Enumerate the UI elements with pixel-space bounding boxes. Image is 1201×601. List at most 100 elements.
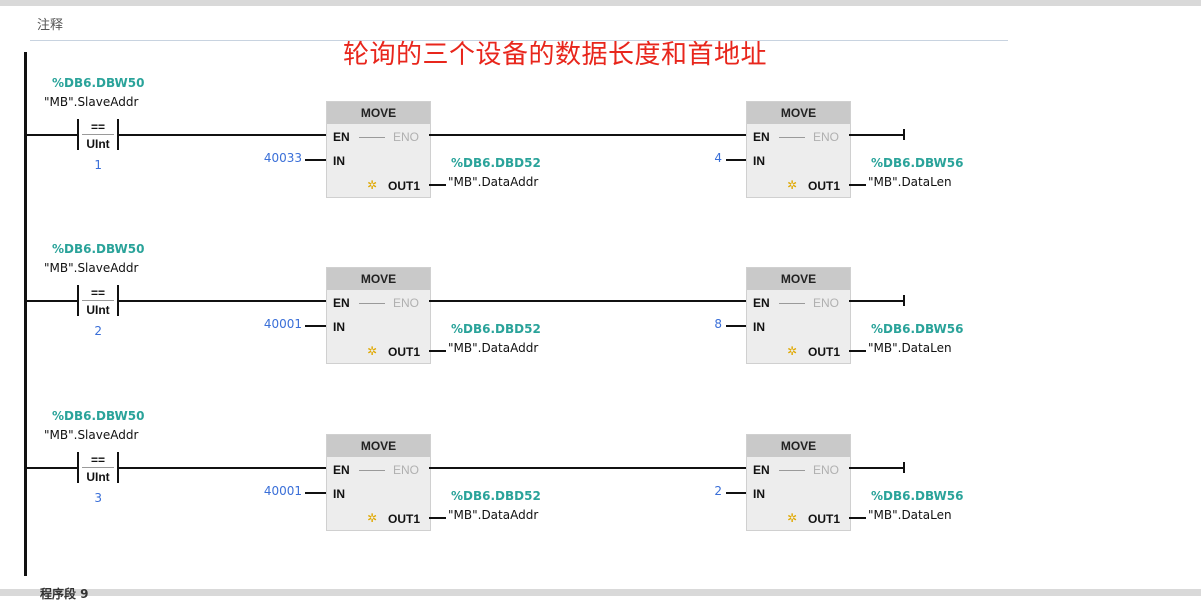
out-tag[interactable]: "MB".DataAddr (448, 508, 539, 522)
contact-compare-value[interactable]: 1 (94, 158, 102, 172)
pin-out1: OUT1 (388, 179, 421, 193)
contact-compare-value[interactable]: 2 (94, 324, 102, 338)
contact-tag[interactable]: "MB".SlaveAddr (44, 261, 139, 275)
rung-wire (119, 300, 326, 302)
contact-right-bar (117, 285, 119, 316)
in-value[interactable]: 40001 (263, 317, 302, 331)
move-block-1[interactable]: MOVE EN ENO IN ✲ OUT1 (326, 101, 431, 198)
in-wire (726, 325, 746, 327)
asterisk-icon: ✲ (787, 511, 798, 525)
ladder-rung-3: %DB6.DBW50 "MB".SlaveAddr == UInt 3 MOVE… (0, 403, 1010, 533)
contact-left-bar (77, 285, 79, 316)
out-tag[interactable]: "MB".DataAddr (448, 175, 539, 189)
ladder-rung-1: %DB6.DBW50 "MB".SlaveAddr == UInt 1 MOVE… (0, 70, 1010, 200)
next-network-title[interactable]: 程序段 9 (40, 587, 89, 601)
out-operand[interactable]: %DB6.DBW56 (871, 322, 964, 336)
move-block-1[interactable]: MOVE EN ENO IN ✲ OUT1 (326, 434, 431, 531)
in-value[interactable]: 4 (714, 151, 722, 165)
contact-compare-value[interactable]: 3 (94, 491, 102, 505)
pin-out1: OUT1 (808, 345, 841, 359)
out-tag[interactable]: "MB".DataAddr (448, 341, 539, 355)
in-wire (726, 492, 746, 494)
rung-wire (26, 134, 78, 136)
pin-en: EN (753, 130, 770, 144)
move-block-2[interactable]: MOVE EN ENO IN ✲ OUT1 (746, 434, 851, 531)
move-title: MOVE (327, 268, 430, 290)
rung-wire (429, 134, 746, 136)
pin-en: EN (753, 463, 770, 477)
contact-left-bar (77, 119, 79, 150)
network-comment-field[interactable]: 注释 (30, 9, 1008, 41)
in-value[interactable]: 8 (714, 317, 722, 331)
out-tag[interactable]: "MB".DataLen (868, 341, 952, 355)
pin-en: EN (333, 463, 350, 477)
pin-en: EN (333, 296, 350, 310)
contact-right-bar (117, 119, 119, 150)
pin-eno: ENO (393, 463, 420, 477)
pin-out1: OUT1 (808, 512, 841, 526)
in-wire (726, 159, 746, 161)
in-wire (305, 492, 326, 494)
rung-wire (429, 300, 746, 302)
in-value[interactable]: 40001 (263, 484, 302, 498)
move-title: MOVE (747, 435, 850, 457)
out-operand[interactable]: %DB6.DBW56 (871, 489, 964, 503)
pin-in: IN (753, 154, 765, 168)
eno-wire (849, 134, 904, 136)
rung-wire (429, 467, 746, 469)
out-tag[interactable]: "MB".DataLen (868, 508, 952, 522)
move-block-1[interactable]: MOVE EN ENO IN ✲ OUT1 (326, 267, 431, 364)
out-wire (849, 184, 866, 186)
rung-end (903, 462, 905, 473)
bottom-divider (0, 589, 1201, 596)
pin-in: IN (753, 487, 765, 501)
contact-compare-op: == (90, 286, 105, 300)
contact-compare-op: == (90, 453, 105, 467)
asterisk-icon: ✲ (367, 178, 378, 192)
contact-type: UInt (86, 470, 110, 484)
contact-divider (82, 134, 114, 135)
move-block-2[interactable]: MOVE EN ENO IN ✲ OUT1 (746, 101, 851, 198)
out-wire (849, 517, 866, 519)
contact-operand[interactable]: %DB6.DBW50 (52, 242, 145, 256)
out-operand[interactable]: %DB6.DBD52 (451, 322, 541, 336)
pin-eno: ENO (393, 296, 420, 310)
pin-in: IN (753, 320, 765, 334)
move-title: MOVE (747, 102, 850, 124)
contact-compare-op: == (90, 120, 105, 134)
out-wire (429, 517, 446, 519)
contact-tag[interactable]: "MB".SlaveAddr (44, 428, 139, 442)
rung-wire (26, 467, 78, 469)
contact-operand[interactable]: %DB6.DBW50 (52, 409, 145, 423)
pin-eno: ENO (813, 130, 840, 144)
move-title: MOVE (327, 435, 430, 457)
en-eno-link (779, 137, 805, 138)
en-eno-link (359, 303, 385, 304)
out-operand[interactable]: %DB6.DBD52 (451, 489, 541, 503)
move-title: MOVE (327, 102, 430, 124)
contact-tag[interactable]: "MB".SlaveAddr (44, 95, 139, 109)
out-wire (849, 350, 866, 352)
out-wire (429, 350, 446, 352)
out-operand[interactable]: %DB6.DBW56 (871, 156, 964, 170)
out-tag[interactable]: "MB".DataLen (868, 175, 952, 189)
contact-operand[interactable]: %DB6.DBW50 (52, 76, 145, 90)
en-eno-link (359, 470, 385, 471)
power-rail (24, 52, 27, 576)
pin-en: EN (333, 130, 350, 144)
rung-wire (26, 300, 78, 302)
in-value[interactable]: 2 (714, 484, 722, 498)
asterisk-icon: ✲ (367, 344, 378, 358)
rung-wire (119, 467, 326, 469)
move-block-2[interactable]: MOVE EN ENO IN ✲ OUT1 (746, 267, 851, 364)
top-divider (0, 0, 1201, 6)
contact-type: UInt (86, 303, 110, 317)
red-annotation: 轮询的三个设备的数据长度和首地址 (343, 40, 768, 70)
contact-left-bar (77, 452, 79, 483)
in-value[interactable]: 40033 (263, 151, 302, 165)
rung-wire (119, 134, 326, 136)
out-operand[interactable]: %DB6.DBD52 (451, 156, 541, 170)
pin-in: IN (333, 487, 345, 501)
move-title: MOVE (747, 268, 850, 290)
pin-out1: OUT1 (388, 512, 421, 526)
